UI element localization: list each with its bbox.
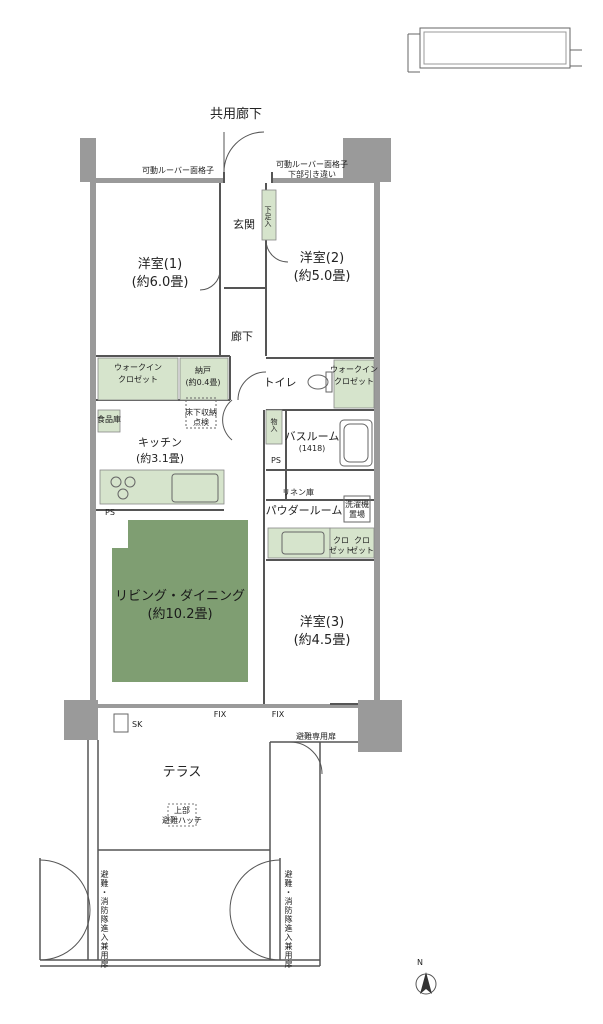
fix-label-1: FIX: [213, 710, 227, 719]
north-label: N: [417, 958, 423, 967]
sk-label: SK: [132, 720, 143, 729]
room2-name: 洋室(2): [299, 251, 345, 266]
washer-label-b: 置場: [349, 510, 365, 519]
bath-size-label: (1418): [298, 444, 326, 453]
room3-name: 洋室(3): [299, 615, 345, 630]
evac-right-label: 避難・消防隊進入兼用扉: [284, 870, 293, 969]
room1-name: 洋室(1): [137, 257, 183, 272]
walkin2-label-b: クロゼット: [334, 377, 374, 386]
upper-hatch-label-b: 避難ハッチ: [162, 816, 202, 825]
evac-door-label: 避難専用扉: [296, 732, 336, 741]
closet1-label-b: ゼット: [329, 546, 353, 555]
walkin1-label-b: クロゼット: [118, 375, 158, 384]
walkin1-label-a: ウォークイン: [114, 363, 162, 372]
hallway-label: 廊下: [231, 330, 253, 343]
linen-label: リネン庫: [282, 488, 314, 497]
room2-size: (約5.0畳): [293, 269, 351, 284]
north-arrow-icon: [415, 972, 437, 995]
storage-label-b: (約0.4畳): [185, 378, 221, 387]
kitchen-name: キッチン: [138, 436, 182, 449]
room1-size: (約6.0畳): [131, 275, 189, 290]
louver-left-label: 可動ルーバー面格子: [142, 166, 214, 175]
entrance-label: 玄関: [233, 218, 255, 231]
kitchen-size: (約3.1畳): [135, 452, 185, 465]
walkin2-label-a: ウォークイン: [330, 365, 378, 374]
terrace-outline: [39, 740, 358, 967]
food-storage-label: 食品庫: [97, 415, 121, 424]
terrace-label: テラス: [162, 765, 202, 780]
evac-left-label: 避難・消防隊進入兼用扉: [100, 870, 109, 969]
bathroom-label: バスルーム: [284, 430, 340, 443]
ps-label-1: PS: [271, 456, 281, 465]
louver-right-label-1: 可動ルーバー面格子: [276, 160, 348, 169]
outer-walls: [90, 178, 380, 708]
powder-room-label: パウダールーム: [265, 504, 343, 517]
closet2-label-b: ゼット: [350, 546, 374, 555]
storage-small-label: 物入: [270, 418, 278, 432]
fixtures: [110, 371, 373, 827]
pillars: [64, 138, 402, 752]
storage-fills: [97, 189, 375, 559]
ps-label-2: PS: [105, 508, 115, 517]
fix-label-2: FIX: [271, 710, 285, 719]
common-corridor-label: 共用廊下: [209, 107, 263, 122]
living-dining-name: リビング・ダイニング: [114, 589, 246, 604]
key-plan: [407, 27, 582, 73]
door-swings: [39, 131, 323, 961]
toilet-label: トイレ: [263, 376, 297, 389]
storage-label-a: 納戸: [195, 366, 211, 375]
living-dining-area: [112, 520, 248, 682]
living-dining-size: (約10.2畳): [147, 607, 213, 622]
closet1-label-a: クロ: [333, 536, 349, 545]
shoe-storage-label: 下足入: [264, 206, 272, 227]
upper-hatch-label-a: 上部: [174, 806, 190, 815]
room3-size: (約4.5畳): [293, 633, 351, 648]
louver-right-label-2: 下部引き違い: [288, 170, 336, 179]
floor-storage-label-a: 床下収納: [185, 408, 217, 417]
interior-walls: [96, 172, 374, 705]
closet2-label-a: クロ: [354, 536, 370, 545]
washer-label-a: 洗濯機: [345, 500, 369, 509]
floor-storage-label-b: 点検: [193, 418, 209, 427]
